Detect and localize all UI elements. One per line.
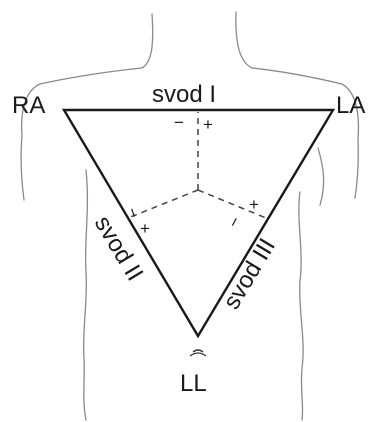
neck-left-line	[142, 14, 153, 68]
right-flank-line	[299, 192, 303, 420]
ra-label: RA	[12, 92, 45, 119]
ll-electrode-icon	[190, 350, 206, 356]
lead-1-negative-sign: −	[174, 113, 184, 132]
left-flank-line	[84, 170, 88, 420]
chest-right-curve	[318, 148, 324, 205]
ll-label: LL	[180, 370, 207, 397]
torso-outline	[21, 12, 358, 420]
right-shoulder-line	[252, 68, 358, 198]
neck-right-line	[236, 12, 252, 68]
left-shoulder-line	[21, 68, 142, 200]
lead-3-label: svod III	[218, 234, 281, 314]
la-label: LA	[336, 92, 365, 119]
lead-3-positive-sign: +	[249, 195, 259, 214]
lead-1-label: svod I	[152, 81, 216, 108]
lead-axes	[128, 112, 266, 218]
lead-2-positive-sign: +	[140, 219, 150, 238]
lead-3-negative-sign: −	[224, 213, 245, 231]
lead-1-positive-sign: +	[203, 115, 213, 134]
